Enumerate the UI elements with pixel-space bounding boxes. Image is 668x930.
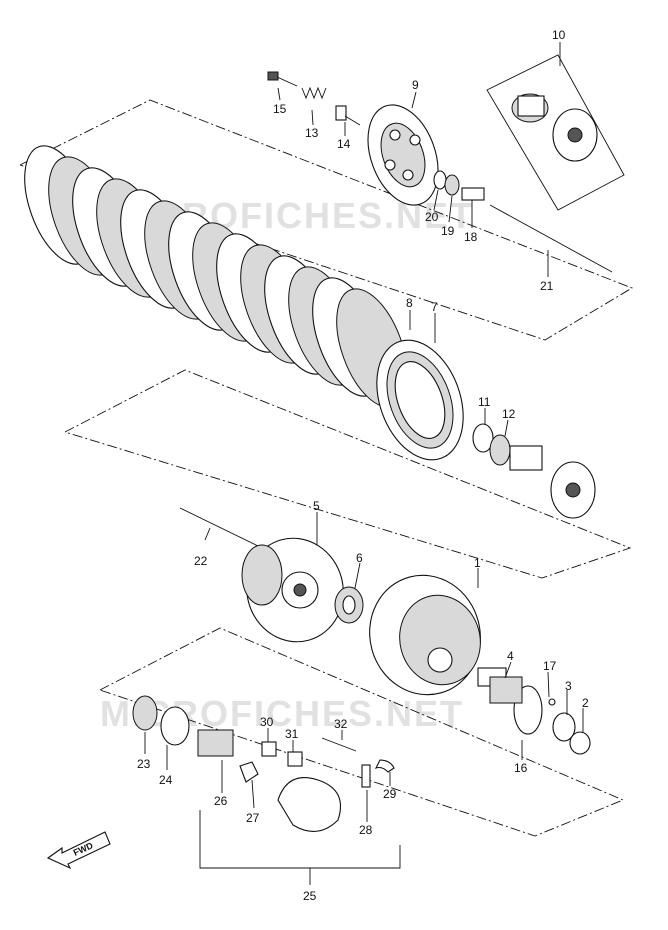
callout-5: 5: [313, 499, 320, 513]
release-cylinder-part-10: [511, 93, 598, 162]
collar: [509, 445, 543, 471]
pin-part-17: [548, 698, 556, 706]
callout-22: 22: [194, 554, 208, 568]
cap-part-29: [374, 759, 395, 773]
spring-part-13: [301, 86, 327, 100]
callout-31: 31: [285, 727, 299, 741]
callout-23: 23: [137, 757, 151, 771]
callout-labels: 1 2 3 4 5 6 7 8 9 10 11 12 13 14 15 16 1…: [137, 28, 589, 903]
washer-part-3: [552, 712, 576, 742]
thrust-piece-part-18: [461, 187, 485, 201]
callout-14: 14: [337, 137, 351, 151]
callout-30: 30: [260, 715, 274, 729]
group-outline-bottom: [99, 627, 625, 837]
group-outline-part-10: [486, 54, 625, 211]
pressure-plate-part-9: [367, 104, 439, 206]
callout-20: 20: [425, 210, 439, 224]
clutch-hub-center: [565, 482, 581, 498]
callout-7: 7: [431, 300, 438, 314]
push-rod-part-21: [489, 204, 613, 273]
callout-24: 24: [159, 773, 173, 787]
callout-17: 17: [543, 659, 557, 673]
shaft-part-22: [179, 507, 259, 547]
washer-part-20: [433, 170, 447, 190]
collar-part-30: [261, 741, 277, 757]
callout-3: 3: [565, 679, 572, 693]
leader-lines: [144, 42, 584, 822]
needle-bearing-part-11: [472, 423, 494, 453]
callout-4: 4: [507, 649, 514, 663]
callout-29: 29: [383, 787, 397, 801]
callout-16: 16: [514, 761, 528, 775]
clutch-housing-part-1: [369, 574, 507, 696]
callout-32: 32: [334, 717, 348, 731]
bushing-part-31: [287, 751, 303, 767]
primary-driven-gear-part-5: [241, 537, 344, 643]
callout-15: 15: [273, 102, 287, 116]
spacer-part-12: [489, 434, 511, 466]
watermark-bottom: MICROFICHES.NET: [100, 693, 464, 734]
bleeder-part-28: [361, 764, 371, 788]
slave-cylinder-body: [277, 776, 342, 832]
callout-25: 25: [303, 889, 317, 903]
callout-10: 10: [552, 28, 566, 42]
callout-8: 8: [406, 296, 413, 310]
callout-27: 27: [246, 811, 260, 825]
clutch-plate-stack: [24, 145, 408, 408]
group-outline-middle: [64, 369, 632, 579]
callout-19: 19: [441, 224, 455, 238]
callout-28: 28: [359, 823, 373, 837]
nut-part-2: [569, 731, 591, 755]
callout-9: 9: [412, 78, 419, 92]
bracket-part-25: [199, 810, 401, 869]
pin-part-14: [335, 105, 361, 126]
callout-26: 26: [214, 794, 228, 808]
callout-12: 12: [502, 407, 516, 421]
fwd-arrow-icon: FWD: [46, 831, 111, 870]
callout-21: 21: [540, 279, 554, 293]
boot-part-27: [239, 761, 259, 783]
callout-18: 18: [464, 230, 478, 244]
callout-1: 1: [474, 556, 481, 570]
sleeve-part-4: [489, 676, 523, 704]
callout-13: 13: [305, 126, 319, 140]
ring-part-24: [160, 706, 190, 746]
callout-11: 11: [478, 395, 491, 409]
seal-part-23: [132, 695, 158, 731]
bolt-part-15: [267, 71, 298, 87]
callout-2: 2: [582, 696, 589, 710]
thrust-washer-hole: [342, 595, 356, 615]
bearing-part-19: [444, 174, 460, 196]
clutch-outer-ring-part-7: [376, 339, 464, 461]
callout-6: 6: [356, 551, 363, 565]
bolt-part-32: [321, 737, 357, 752]
piston-part-26: [197, 729, 234, 757]
group-outline-plates: [19, 99, 634, 341]
